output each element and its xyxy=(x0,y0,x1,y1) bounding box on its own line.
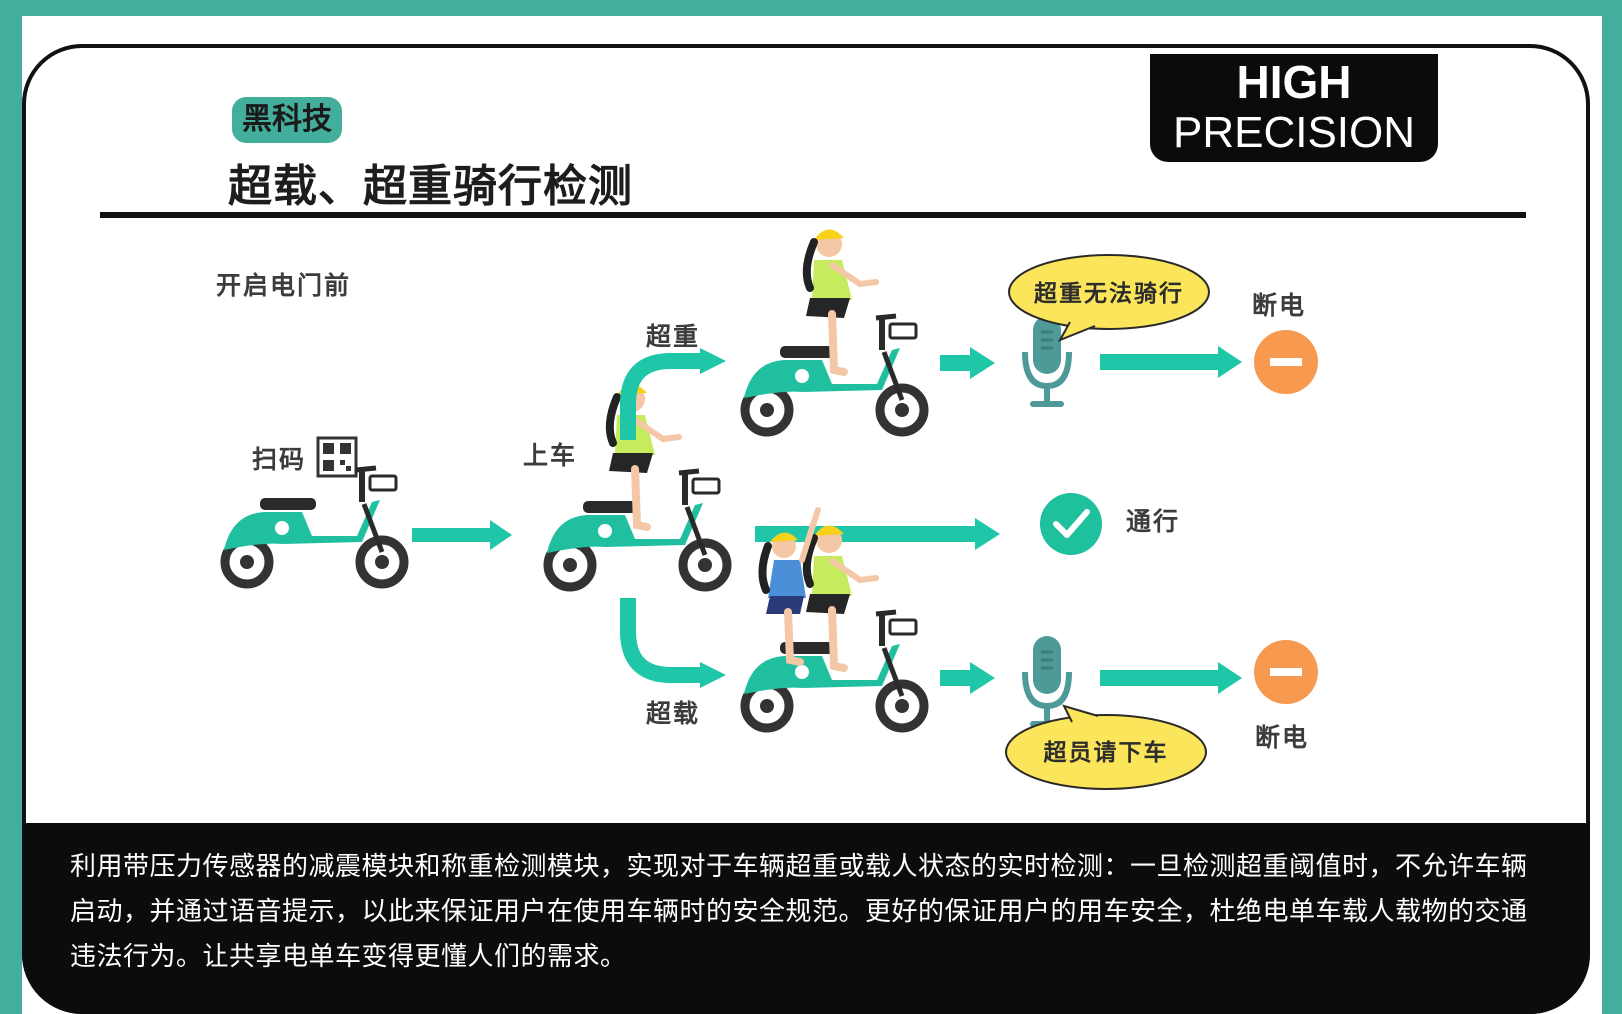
tag-line-high: HIGH xyxy=(1236,56,1352,108)
cut-label-top: 断电 xyxy=(1252,291,1306,320)
branch-up-line xyxy=(620,353,700,440)
bubble-overweight-text: 超重无法骑行 xyxy=(1034,280,1184,307)
high-precision-tag: HIGH PRECISION xyxy=(1150,54,1438,162)
speech-bubble-overload xyxy=(1005,704,1207,790)
tag-line-precision: PRECISION xyxy=(1172,108,1416,157)
category-badge: 黑科技 xyxy=(232,97,342,143)
arrow-to-cut-bottom xyxy=(1100,662,1242,694)
branch-down-line xyxy=(620,598,700,683)
microphone-icon xyxy=(1025,316,1069,404)
pass-label: 通行 xyxy=(1126,507,1180,536)
bubble-overload-text: 超员请下车 xyxy=(1044,739,1169,766)
stage-label: 开启电门前 xyxy=(216,271,351,300)
title-divider xyxy=(100,212,1526,218)
arrow-to-mic-top xyxy=(940,347,995,379)
branch-down-arrowhead xyxy=(700,662,726,688)
board-label: 上车 xyxy=(523,441,577,470)
scooter-empty xyxy=(224,468,404,584)
arrow-to-cut-top xyxy=(1100,346,1242,378)
arrow-to-mic-bottom xyxy=(940,662,995,694)
arrow-to-board xyxy=(412,520,512,550)
cut-label-bottom: 断电 xyxy=(1255,723,1309,752)
scan-label: 扫码 xyxy=(252,445,306,474)
page-title: 超载、超重骑行检测 xyxy=(228,161,633,212)
qr-code-icon xyxy=(316,436,358,478)
description-text: 利用带压力传感器的减震模块和称重检测模块，实现对于车辆超重或载人状态的实时检测：… xyxy=(70,852,1528,972)
power-off-icon-top xyxy=(1254,330,1318,394)
description-panel: 利用带压力传感器的减震模块和称重检测模块，实现对于车辆超重或载人状态的实时检测：… xyxy=(22,823,1590,1014)
branch-up-arrowhead xyxy=(700,348,726,374)
check-icon xyxy=(1040,493,1102,555)
power-off-icon-bottom xyxy=(1254,640,1318,704)
overload-label: 超载 xyxy=(646,699,700,728)
overweight-label: 超重 xyxy=(646,322,700,351)
speech-bubble-overweight xyxy=(1008,254,1210,342)
microphone-icon xyxy=(1025,636,1069,724)
